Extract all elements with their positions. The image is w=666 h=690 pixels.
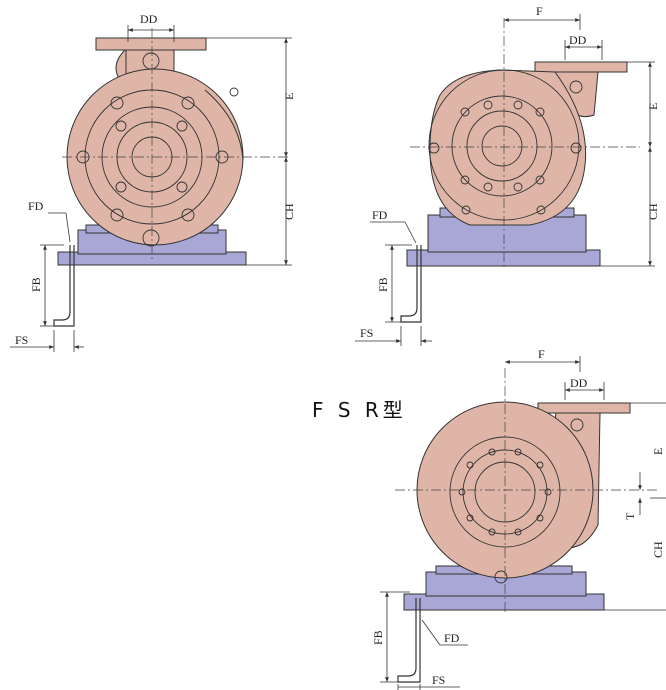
f-label: F [536,4,543,18]
fs-label: FS [15,333,28,347]
t-label: T [623,512,637,520]
pump-casing [428,61,628,226]
ch-label: CH [646,203,660,220]
foundation-bolt [400,245,422,323]
pump-view-front-right: F DD E CH FD FB FS [355,4,660,346]
foundation-bolt [397,598,421,683]
e-label: E [651,448,665,455]
pump-casing [66,37,244,247]
ch-label: CH [651,541,665,558]
fb-label: FB [376,277,390,292]
dd-label: DD [140,12,158,26]
fd-label: FD [444,631,460,645]
pump-view-front-left: DD E CH FD FB FS [10,12,296,352]
fd-label: FD [28,199,44,213]
pump-view-fsr: F DD E T CH FD FB FS [371,347,666,690]
pump-casing [416,401,631,584]
fd-label: FD [372,208,388,222]
dd-label: DD [570,376,588,390]
fb-label: FB [371,630,385,645]
dd-label: DD [569,33,587,47]
fs-label: FS [432,673,445,687]
e-label: E [646,103,660,110]
f-label: F [538,347,545,361]
fb-label: FB [29,277,43,292]
ch-label: CH [282,203,296,220]
fs-label: FS [360,326,373,340]
e-label: E [282,93,296,100]
model-title: F S R型 [312,398,407,422]
foundation-bolt [53,245,75,327]
